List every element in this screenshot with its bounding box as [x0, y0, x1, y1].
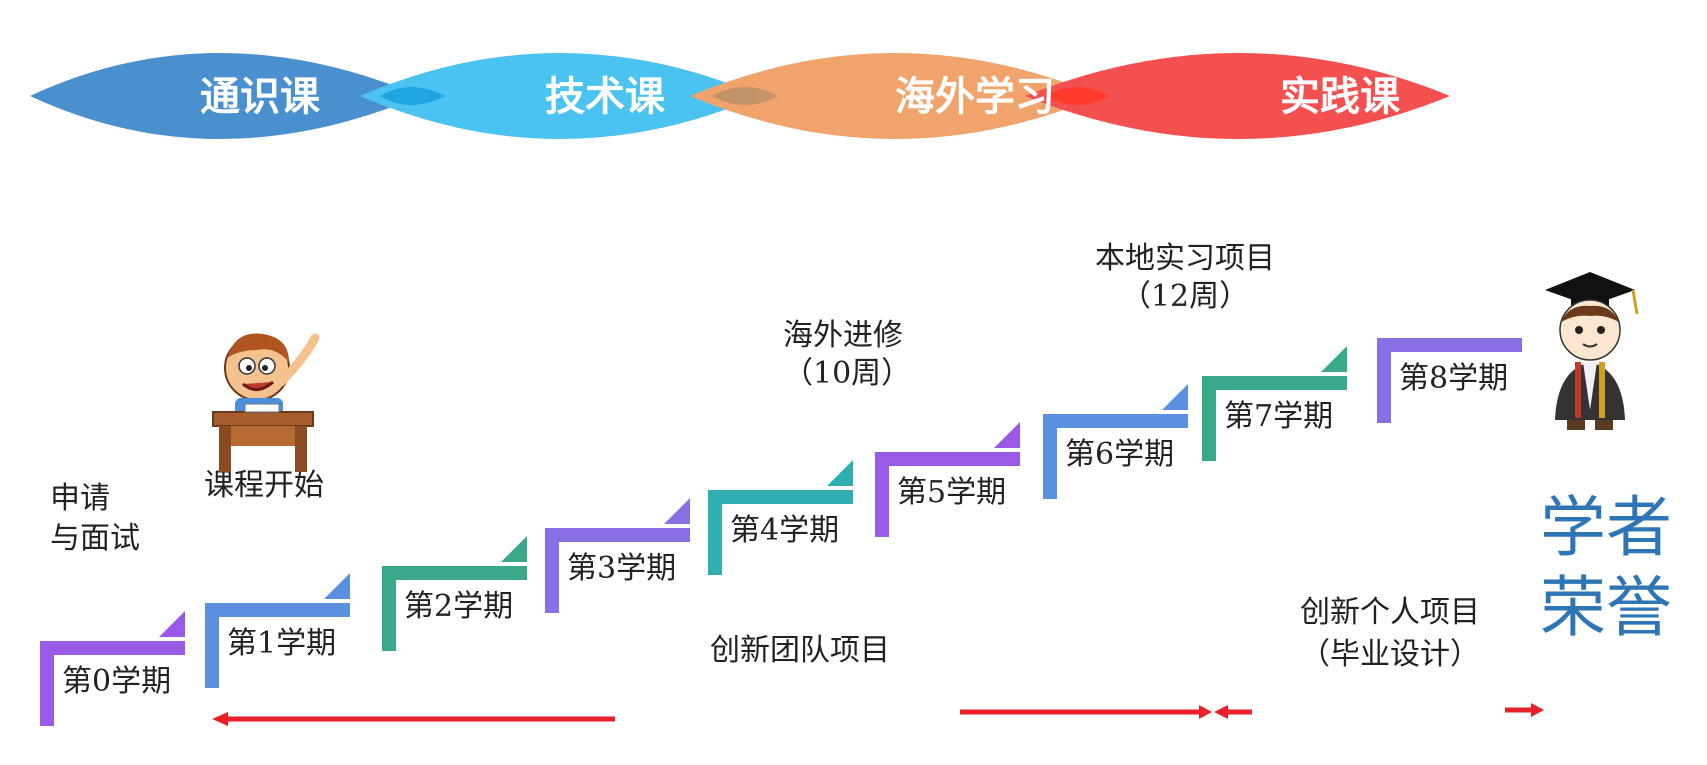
step-label: 第0学期 [62, 664, 171, 699]
step-7: 第7学期 [1202, 346, 1347, 461]
banner-label-2: 技术课 [545, 74, 666, 120]
banner-overlap-2 [712, 87, 778, 105]
step-bar-vertical [1043, 414, 1057, 499]
step-bar-horizontal [708, 490, 853, 504]
banner-shape-1 [30, 53, 420, 139]
apply-note-line2: 与面试 [50, 521, 140, 556]
local-note-line2: （12周） [1121, 279, 1249, 314]
step-label: 第8学期 [1399, 361, 1508, 396]
step-label: 第6学期 [1065, 437, 1174, 472]
step-bar-horizontal [205, 603, 350, 617]
overseas-note-line2: （10周） [783, 356, 911, 391]
step-corner-triangle [324, 573, 350, 599]
step-corner-triangle [1321, 346, 1347, 372]
banner-overlap-3 [1045, 87, 1110, 105]
step-bar-horizontal [382, 566, 527, 580]
step-bar-vertical [545, 528, 559, 613]
step-6: 第6学期 [1043, 384, 1188, 499]
banner-overlap-1 [380, 87, 445, 105]
step-5: 第5学期 [875, 422, 1020, 537]
step-label: 第2学期 [404, 589, 513, 624]
team-arrow-right-head [1199, 705, 1212, 719]
step-2: 第2学期 [382, 536, 527, 651]
step-bar-vertical [708, 490, 722, 575]
step-label: 第1学期 [227, 626, 336, 661]
step-3: 第3学期 [545, 498, 690, 613]
milestone-notes: 申请 与面试 课程开始 海外进修 （10周） 本地实习项目 （12周） 创新团队… [50, 241, 1480, 672]
step-bar-horizontal [1043, 414, 1188, 428]
step-label: 第7学期 [1224, 399, 1333, 434]
graduate-icon [1545, 272, 1639, 430]
overseas-note-line1: 海外进修 [783, 318, 903, 353]
step-label: 第5学期 [897, 475, 1006, 510]
step-label: 第3学期 [567, 551, 676, 586]
step-label: 第4学期 [730, 513, 839, 548]
step-corner-triangle [827, 460, 853, 486]
apply-note-line1: 申请 [50, 481, 110, 516]
course-start-note: 课程开始 [204, 468, 324, 503]
student-at-desk-icon [212, 333, 320, 472]
step-1: 第1学期 [205, 573, 350, 688]
step-corner-triangle [994, 422, 1020, 448]
personal-arrow-right-head [1531, 703, 1544, 717]
step-bar-horizontal [40, 641, 185, 655]
step-0: 第0学期 [40, 611, 185, 726]
step-bar-horizontal [875, 452, 1020, 466]
step-bar-vertical [875, 452, 889, 537]
step-corner-triangle [501, 536, 527, 562]
local-note-line1: 本地实习项目 [1095, 241, 1275, 276]
step-corner-triangle [664, 498, 690, 524]
step-bar-vertical [382, 566, 396, 651]
step-8: 第8学期 [1377, 338, 1522, 423]
step-corner-triangle [1162, 384, 1188, 410]
banner-shape-2 [360, 53, 760, 139]
personal-note-line1: 创新个人项目 [1300, 595, 1480, 630]
banner-shape-3 [690, 53, 1100, 139]
personal-note-line2: （毕业设计） [1300, 637, 1480, 672]
banner-label-4: 实践课 [1280, 74, 1401, 120]
step-bar-horizontal [545, 528, 690, 542]
personal-arrow-left-head [1214, 705, 1228, 719]
step-bar-horizontal [1377, 338, 1522, 352]
semester-steps: 第0学期 第1学期 第2学期 第3学期 第4学期 第5学期 第6学期 第7学期 第8学期 [40, 338, 1522, 726]
course-banner: 通识课 技术课 海外学习 实践课 [30, 53, 1450, 139]
banner-label-1: 通识课 [200, 74, 321, 120]
banner-label-3: 海外学习 [895, 74, 1055, 120]
step-bar-horizontal [1202, 376, 1347, 390]
step-bar-vertical [40, 641, 54, 726]
step-corner-triangle [159, 611, 185, 637]
final-label-line1: 学者 [1540, 489, 1672, 566]
step-4: 第4学期 [708, 460, 853, 575]
step-bar-vertical [1377, 338, 1391, 423]
team-project-note: 创新团队项目 [710, 633, 890, 668]
step-bar-vertical [205, 603, 219, 688]
banner-shape-4 [1025, 53, 1450, 139]
project-arrows [212, 703, 1544, 726]
team-arrow-left-head [212, 712, 228, 726]
final-label-line2: 荣誉 [1540, 569, 1672, 646]
step-bar-vertical [1202, 376, 1216, 461]
